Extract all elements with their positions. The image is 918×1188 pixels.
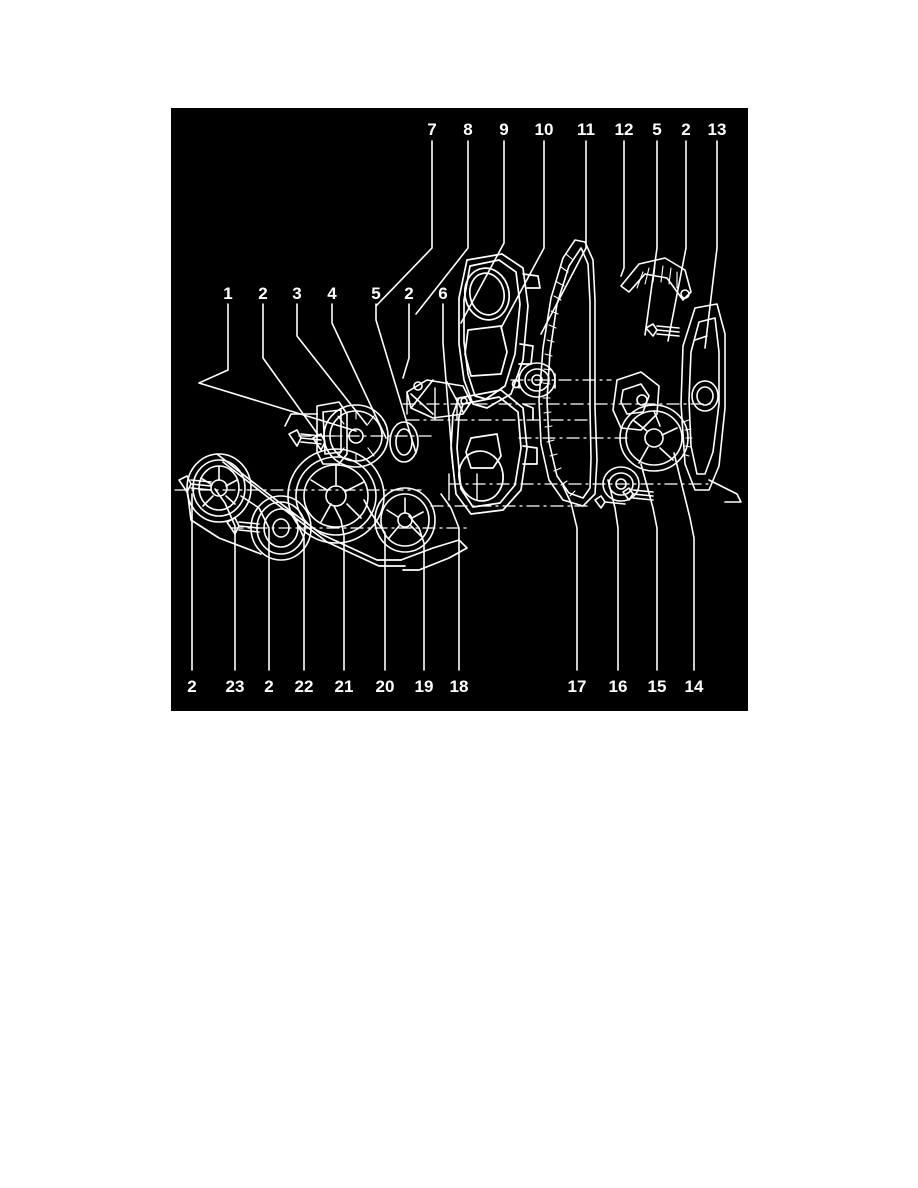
callout-label-12: 12 <box>614 120 634 139</box>
callout-label-2-mid-a: 2 <box>258 284 268 303</box>
callout-label-2-bottom-a: 2 <box>187 677 197 696</box>
callout-label-18: 18 <box>449 677 469 696</box>
callout-label-16: 16 <box>608 677 628 696</box>
callout-label-13: 13 <box>707 120 727 139</box>
callout-label-1: 1 <box>223 284 233 303</box>
timing-belt-cover-upper <box>458 253 541 409</box>
callout-label-14: 14 <box>684 677 704 696</box>
spacer-washer <box>389 421 419 463</box>
callout-label-10: 10 <box>534 120 554 139</box>
belt-guard-shield <box>620 257 692 301</box>
callout-label-17: 17 <box>567 677 587 696</box>
timing-belt-cover-lower <box>450 389 538 515</box>
tensioner-bracket <box>612 371 660 431</box>
callout-label-11: 11 <box>577 120 595 139</box>
callout-label-19: 19 <box>414 677 434 696</box>
exploded-view-linework <box>171 108 748 711</box>
callout-label-2-bottom-b: 2 <box>264 677 274 696</box>
water-pump-pulley <box>374 487 436 553</box>
callout-label-21: 21 <box>334 677 354 696</box>
bolt-group-right <box>594 323 680 509</box>
leader-lines-top <box>375 140 718 349</box>
accessory-drive-belt <box>186 453 468 571</box>
callout-label-23: 23 <box>225 677 245 696</box>
callout-label-7: 7 <box>427 120 437 139</box>
callout-label-6: 6 <box>438 284 448 303</box>
callout-label-9: 9 <box>499 120 509 139</box>
callout-label-5-top: 5 <box>652 120 662 139</box>
callout-label-20: 20 <box>375 677 395 696</box>
engine-mount-plate-right <box>680 303 742 503</box>
callout-label-3: 3 <box>292 284 302 303</box>
callout-label-8: 8 <box>463 120 473 139</box>
callout-label-2-mid-b: 2 <box>404 284 414 303</box>
callout-label-22: 22 <box>294 677 314 696</box>
leader-lines-middle <box>198 303 454 469</box>
callout-label-15: 15 <box>647 677 667 696</box>
centerlines <box>174 379 712 529</box>
figure-image: 7 8 9 10 11 12 5 2 13 1 2 3 4 5 2 6 2 23… <box>171 108 748 711</box>
assembly-reference-lines <box>406 387 478 501</box>
leader-lines-bottom-right <box>562 452 695 671</box>
callout-label-5-mid: 5 <box>371 284 381 303</box>
callout-label-4: 4 <box>327 284 337 303</box>
callout-label-2-top: 2 <box>681 120 691 139</box>
